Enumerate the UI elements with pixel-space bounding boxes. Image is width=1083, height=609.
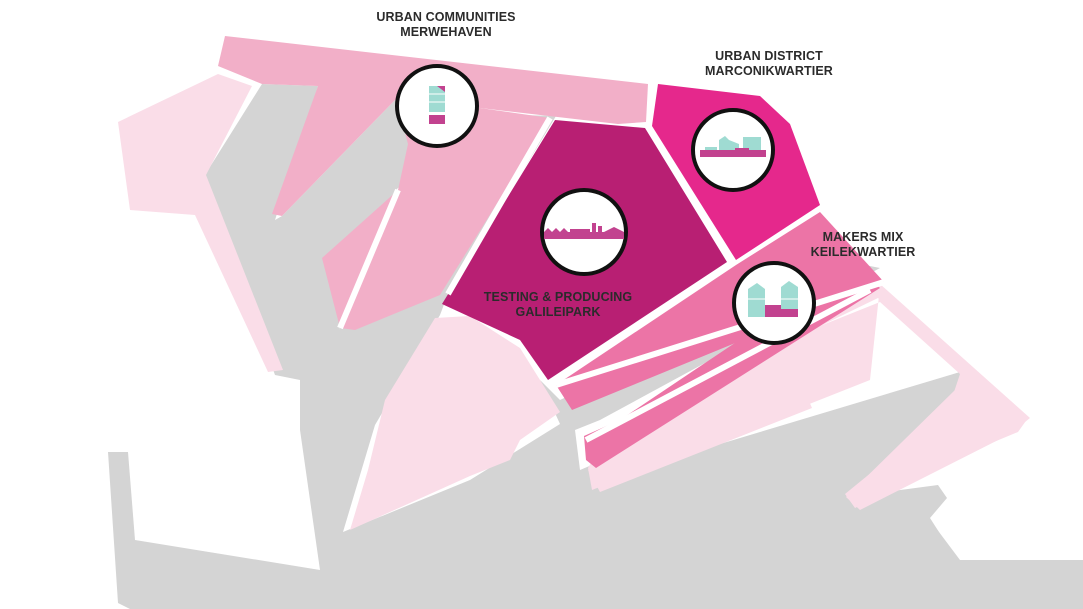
zone-merwehaven bbox=[218, 36, 648, 330]
label-marconikwartier: URBAN DISTRICT MARCONIKWARTIER bbox=[690, 49, 848, 79]
label-keilekwartier-line2: KEILEKWARTIER bbox=[810, 245, 916, 259]
label-merwehaven-line1: URBAN COMMUNITIES bbox=[376, 10, 516, 24]
mixed-buildings-icon bbox=[748, 281, 798, 317]
marker-marconikwartier[interactable] bbox=[691, 108, 775, 192]
label-marconikwartier-line1: URBAN DISTRICT bbox=[715, 49, 823, 63]
light-pink-zones bbox=[118, 74, 1030, 530]
marker-galileipark[interactable] bbox=[540, 188, 628, 276]
label-galileipark-line1: TESTING & PRODUCING bbox=[483, 290, 633, 304]
label-galileipark-line2: GALILEIPARK bbox=[515, 305, 601, 319]
marker-keilekwartier[interactable] bbox=[732, 261, 816, 345]
label-merwehaven: URBAN COMMUNITIES MERWEHAVEN bbox=[360, 10, 532, 40]
south-park bbox=[350, 316, 560, 530]
label-merwehaven-line2: MERWEHAVEN bbox=[400, 25, 492, 39]
label-galileipark: TESTING & PRODUCING GALILEIPARK bbox=[478, 290, 638, 320]
west-pier bbox=[118, 74, 283, 372]
land-area bbox=[108, 84, 1083, 609]
label-marconikwartier-line2: MARCONIKWARTIER bbox=[705, 64, 833, 78]
urban-skyline-icon bbox=[700, 136, 766, 157]
east-quay-strip bbox=[588, 380, 812, 492]
tall-building-icon bbox=[429, 86, 445, 124]
label-keilekwartier: MAKERS MIX KEILEKWARTIER bbox=[800, 230, 926, 260]
factory-icon bbox=[544, 223, 624, 239]
marker-merwehaven[interactable] bbox=[395, 64, 479, 148]
label-keilekwartier-line1: MAKERS MIX bbox=[822, 230, 904, 244]
quay-edges bbox=[337, 116, 885, 443]
east-outer bbox=[810, 284, 1030, 510]
